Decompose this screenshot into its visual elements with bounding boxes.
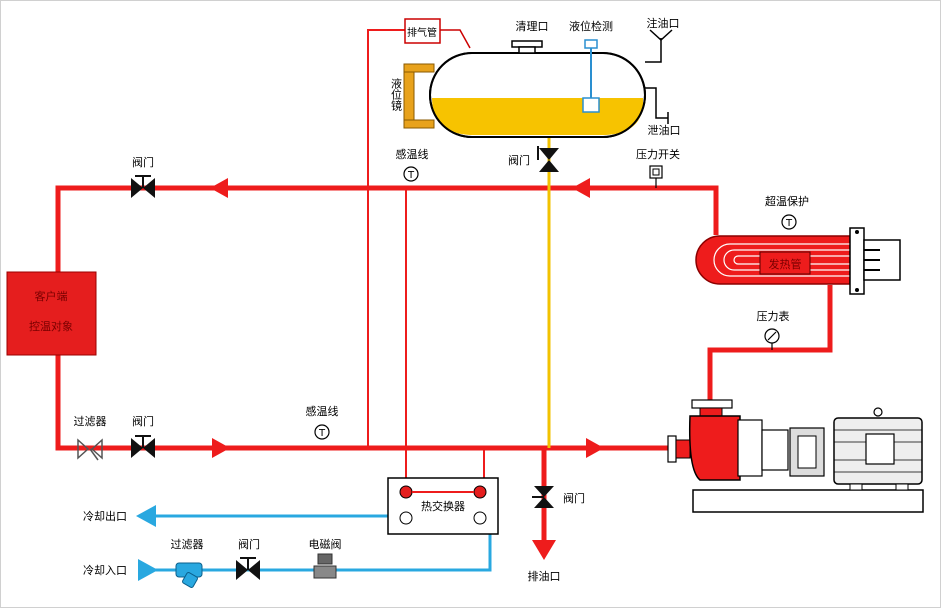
fill-funnel (649, 29, 673, 42)
heat-exchanger-label: 热交换器 (421, 499, 465, 513)
svg-text:T: T (785, 218, 793, 229)
valve-top-left-label: 阀门 (132, 155, 154, 169)
temp-line-bottom-label: 感温线 (306, 404, 339, 418)
valve-drain-label: 阀门 (563, 491, 585, 505)
filter-bottom-label: 过滤器 (74, 415, 107, 428)
exhaust-connector (440, 29, 471, 49)
cool-in-label: 冷却入口 (83, 564, 127, 577)
valve-cool-label: 阀门 (238, 537, 260, 551)
level-gauge-tube (403, 63, 415, 129)
fill-port-label: 注油口 (647, 16, 680, 30)
heat-exchanger (387, 477, 499, 535)
heater-label: 发热管 (769, 257, 802, 271)
filter-cool (175, 562, 203, 588)
valve-cool[interactable] (236, 557, 260, 580)
filter-cool-label: 过滤器 (171, 538, 204, 551)
heater-to-pump-pipe (707, 285, 833, 420)
svg-text:T: T (318, 428, 326, 439)
drain-outlet-label: 排油口 (528, 569, 561, 583)
heater-unit (695, 227, 901, 295)
base-plate (692, 489, 924, 513)
client-label-1: 客户端 (35, 289, 68, 303)
arrow-top-left (210, 178, 228, 198)
expansion-tank (403, 29, 673, 138)
temp-sensor-bottom: T (314, 424, 330, 440)
valve-top-left[interactable] (131, 175, 155, 198)
arrow-bottom-left (212, 438, 230, 458)
over-temp-label: 超温保护 (765, 194, 809, 208)
top-return-pipe (55, 185, 719, 272)
tank-oil (432, 98, 644, 135)
pressure-switch-label: 压力开关 (636, 147, 680, 161)
valve-drain[interactable] (532, 486, 554, 508)
drain-port-pipe (645, 87, 668, 119)
level-detect-label: 液位检测 (569, 19, 613, 33)
temp-sensor-top: T (403, 166, 419, 182)
cool-out-label: 冷却出口 (83, 509, 127, 523)
client-label-2: 控温对象 (29, 319, 73, 333)
solenoid-valve[interactable] (313, 553, 337, 579)
clean-port-label: 清理口 (516, 20, 549, 33)
drain-port-label: 泄油口 (648, 123, 681, 137)
pressure-gauge (764, 328, 780, 350)
valve-bottom-label: 阀门 (132, 414, 154, 428)
arrow-top-right (572, 178, 590, 198)
level-gauge-label: 液位镜 (390, 77, 403, 112)
drain-arrow (532, 540, 556, 560)
valve-bottom[interactable] (131, 435, 155, 458)
fill-pipe (645, 38, 662, 63)
cool-in-arrow (138, 559, 158, 581)
client-box (6, 271, 97, 356)
over-temp-sensor: T (781, 214, 797, 230)
solenoid-label: 电磁阀 (309, 537, 342, 551)
clean-port-flange (511, 40, 543, 48)
cool-out-arrow (136, 505, 156, 527)
pressure-gauge-label: 压力表 (757, 309, 790, 323)
arrow-bottom-right (586, 438, 604, 458)
bottom-supply-pipe (55, 355, 668, 451)
flow-arrows (210, 178, 604, 560)
pump-motor-assembly (667, 399, 924, 513)
exhaust-line (367, 29, 405, 448)
hot-oil-pipes (55, 185, 833, 545)
valve-tank[interactable] (537, 146, 559, 172)
pressure-switch (649, 165, 663, 188)
level-float (582, 97, 600, 113)
valve-tank-label: 阀门 (508, 153, 530, 167)
temp-line-top-label: 感温线 (396, 147, 429, 161)
exhaust-pipe-label: 排气管 (407, 26, 437, 39)
exhaust-pipe-box (404, 18, 441, 44)
svg-text:T: T (407, 170, 415, 181)
filter-bottom (77, 438, 103, 461)
cool-arrows (136, 505, 158, 581)
